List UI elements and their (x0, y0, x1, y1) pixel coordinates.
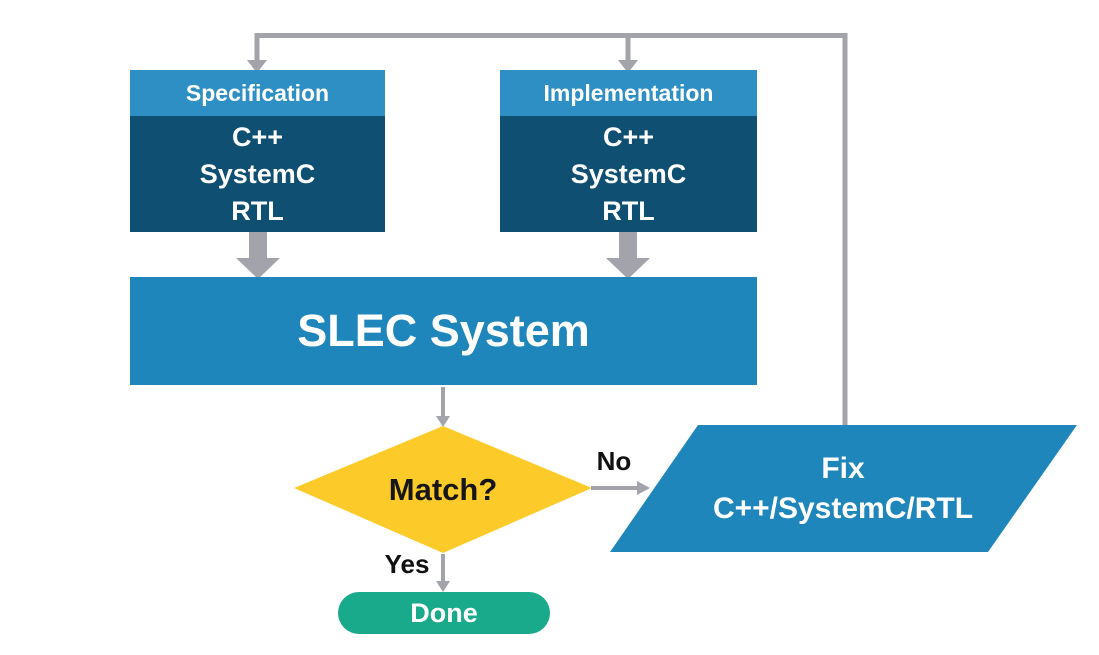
arrowhead-into-done (436, 581, 450, 592)
block-arrow-impl-to-slec (606, 232, 650, 279)
arrowhead-into-specification (247, 60, 267, 73)
implementation-header-box (500, 70, 757, 116)
feedback-loop-line (254, 33, 848, 425)
block-arrow-spec-to-slec (236, 232, 280, 279)
specification-body-box (130, 116, 385, 232)
arrowhead-into-implementation (618, 60, 638, 73)
match-diamond (294, 426, 592, 553)
arrowhead-into-fix (637, 481, 650, 495)
implementation-body-box (500, 116, 757, 232)
slec-system-box (130, 277, 757, 385)
specification-header-box (130, 70, 385, 116)
arrowhead-into-match (436, 416, 450, 427)
done-pill (338, 592, 550, 634)
fix-parallelogram (610, 425, 1077, 552)
